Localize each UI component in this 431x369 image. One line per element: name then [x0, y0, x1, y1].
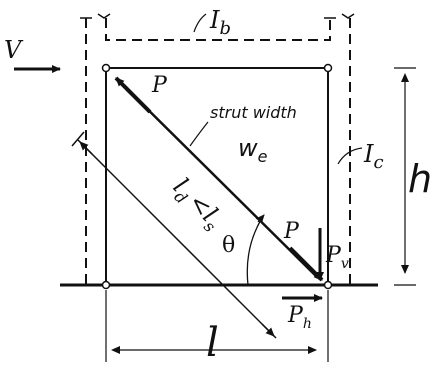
- ib-leader: [193, 13, 207, 33]
- label-v: V: [4, 36, 24, 64]
- theta-arc-tick-top: [255, 214, 265, 224]
- pin-top-left: [101, 63, 111, 73]
- theta-arc: [246, 217, 263, 286]
- ld-arrow-end: [261, 323, 275, 337]
- dashed-frame: [85, 18, 351, 285]
- diagonal-strut: [117, 79, 319, 279]
- ld-tick: [71, 131, 85, 147]
- label-ic: Ic: [363, 140, 384, 173]
- p-arrow-bottom: [288, 246, 324, 282]
- label-h: h: [408, 157, 431, 201]
- label-p-top: P: [151, 73, 168, 98]
- pin-top-right: [323, 63, 333, 73]
- pin-bottom-left: [101, 280, 111, 290]
- label-ld-ls-group: ld<ls: [165, 172, 229, 236]
- ld-arrow-start: [79, 141, 93, 155]
- label-ph: Ph: [287, 303, 312, 332]
- label-we: we: [238, 134, 268, 166]
- dashed-left-column-inner: [105, 18, 331, 41]
- label-l: l: [206, 320, 219, 366]
- strut-length-line: [77, 139, 277, 339]
- label-ib: Ib: [209, 6, 231, 39]
- p-arrow-top: [114, 76, 152, 114]
- label-p-bottom: P: [283, 219, 300, 244]
- label-theta: θ: [222, 233, 235, 258]
- svg-text:ld<ls: ld<ls: [165, 172, 229, 236]
- label-pv: Pv: [325, 243, 349, 272]
- ic-leader: [337, 147, 363, 165]
- label-strut-width: strut width: [210, 103, 297, 122]
- column-caps: [80, 13, 355, 19]
- pin-bottom-right: [323, 280, 333, 290]
- strut-width-leader: [189, 121, 209, 147]
